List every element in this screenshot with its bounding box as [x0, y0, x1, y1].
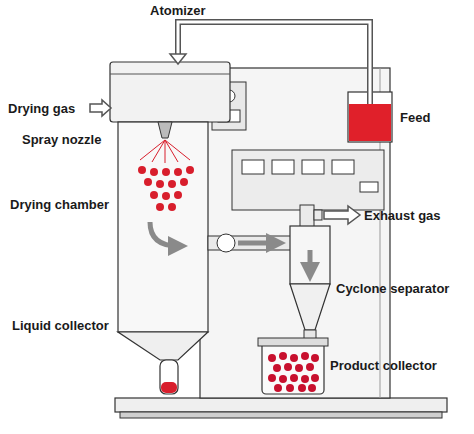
part-label: Product collector	[330, 358, 437, 373]
droplet	[168, 203, 176, 211]
atomizer-arrowhead	[170, 54, 186, 64]
liquid-collector-tube	[160, 360, 178, 394]
panel-switch	[332, 160, 354, 174]
spray-nozzle	[158, 122, 172, 138]
part-label: Atomizer	[150, 3, 206, 18]
particle	[286, 384, 294, 392]
droplet	[156, 203, 164, 211]
jar-lid	[258, 338, 328, 346]
control-panel	[232, 150, 384, 210]
drying-chamber	[118, 122, 208, 332]
feed-line-outer	[178, 22, 370, 104]
atomizer-head	[110, 62, 230, 122]
spray-line	[165, 140, 190, 160]
droplet	[186, 166, 194, 174]
part-label: Feed	[400, 110, 430, 125]
pipe-valve	[217, 234, 235, 252]
part-label: Drying chamber	[10, 197, 109, 212]
droplet	[168, 180, 176, 188]
droplet	[180, 178, 188, 186]
particle	[284, 363, 292, 371]
droplet	[174, 168, 182, 176]
particle	[298, 384, 306, 392]
exhaust-pipe	[300, 205, 314, 227]
droplet	[174, 191, 182, 199]
part-label: Exhaust gas	[364, 208, 441, 223]
particle	[311, 354, 319, 362]
particle	[301, 375, 309, 383]
base-plate	[115, 398, 447, 412]
flow-arrow	[150, 222, 178, 246]
panel-switch	[272, 160, 294, 174]
part-label: Cyclone separator	[336, 281, 449, 296]
drying-gas-arrow	[90, 100, 111, 116]
exhaust-stub	[314, 210, 322, 220]
particle	[268, 354, 276, 362]
part-label: Spray nozzle	[22, 132, 101, 147]
particle	[308, 384, 316, 392]
particle	[290, 374, 298, 382]
panel-switch	[302, 160, 324, 174]
cyclone-cone	[290, 284, 330, 330]
particle	[306, 363, 314, 371]
particle	[268, 374, 276, 382]
chamber-cone	[118, 332, 208, 360]
droplet	[162, 168, 170, 176]
flow-arrow	[238, 241, 276, 246]
spray-line	[152, 140, 165, 162]
part-label: Liquid collector	[12, 318, 109, 333]
cyclone-body	[290, 226, 330, 284]
particle	[311, 374, 319, 382]
particle	[273, 364, 281, 372]
panel-switch	[242, 160, 264, 174]
droplet	[162, 192, 170, 200]
panel-display	[360, 182, 378, 192]
droplet	[150, 168, 158, 176]
head-rim	[110, 74, 230, 75]
droplet	[150, 191, 158, 199]
particle	[279, 375, 287, 383]
droplet-group	[138, 166, 194, 211]
droplet	[138, 166, 146, 174]
flow-arrow	[308, 250, 313, 272]
collected-liquid	[161, 382, 177, 393]
droplet	[156, 180, 164, 188]
feed-liquid	[349, 104, 391, 141]
exhaust-gas-arrow	[324, 206, 360, 224]
spray-line	[140, 140, 165, 160]
droplet	[144, 178, 152, 186]
particle-group	[268, 352, 319, 392]
spray-line	[165, 140, 178, 162]
part-label: Drying gas	[8, 101, 75, 116]
base-foot	[120, 412, 442, 418]
spray-line	[165, 140, 166, 163]
particle	[274, 384, 282, 392]
particle	[290, 354, 298, 362]
particle	[295, 364, 303, 372]
product-jar	[262, 342, 324, 394]
particle	[279, 352, 287, 360]
feed-line-inner	[178, 22, 370, 104]
particle	[301, 352, 309, 360]
